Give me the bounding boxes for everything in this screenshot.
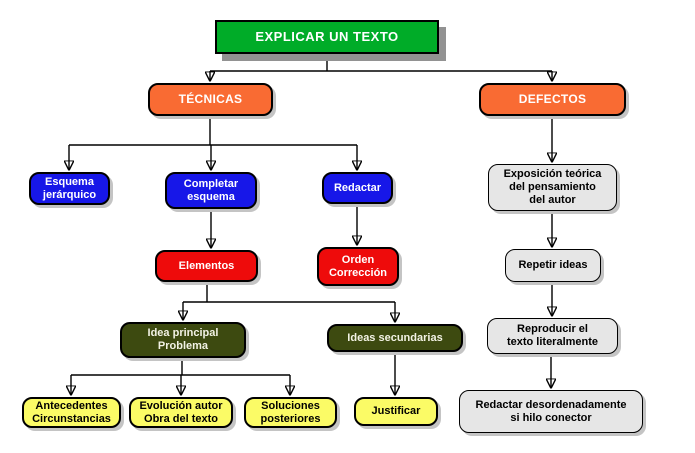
node-tecnicas: TÉCNICAS: [148, 83, 273, 116]
node-repetir-ideas: Repetir ideas: [505, 249, 601, 282]
node-defectos: DEFECTOS: [479, 83, 626, 116]
node-justificar: Justificar: [354, 397, 438, 426]
node-redactar: Redactar: [322, 172, 393, 204]
node-evolucion-autor-obra: Evolución autor Obra del texto: [129, 397, 233, 428]
node-antecedentes-circunstancias: Antecedentes Circunstancias: [22, 397, 121, 428]
node-exposicion-teorica: Exposición teórica del pensamiento del a…: [488, 164, 617, 211]
node-explicar-un-texto: EXPLICAR UN TEXTO: [215, 20, 439, 54]
node-esquema-jerarquico: Esquema jerárquico: [29, 172, 110, 205]
node-soluciones-posteriores: Soluciones posteriores: [244, 397, 337, 428]
node-idea-principal-problema: Idea principal Problema: [120, 322, 246, 358]
node-redactar-desordenadamente: Redactar desordenadamente si hilo conect…: [459, 390, 643, 433]
node-ideas-secundarias: Ideas secundarias: [327, 324, 463, 352]
node-elementos: Elementos: [155, 250, 258, 282]
node-orden-correccion: Orden Corrección: [317, 247, 399, 286]
node-reproducir-texto: Reproducir el texto literalmente: [487, 318, 618, 354]
node-completar-esquema: Completar esquema: [165, 172, 257, 209]
